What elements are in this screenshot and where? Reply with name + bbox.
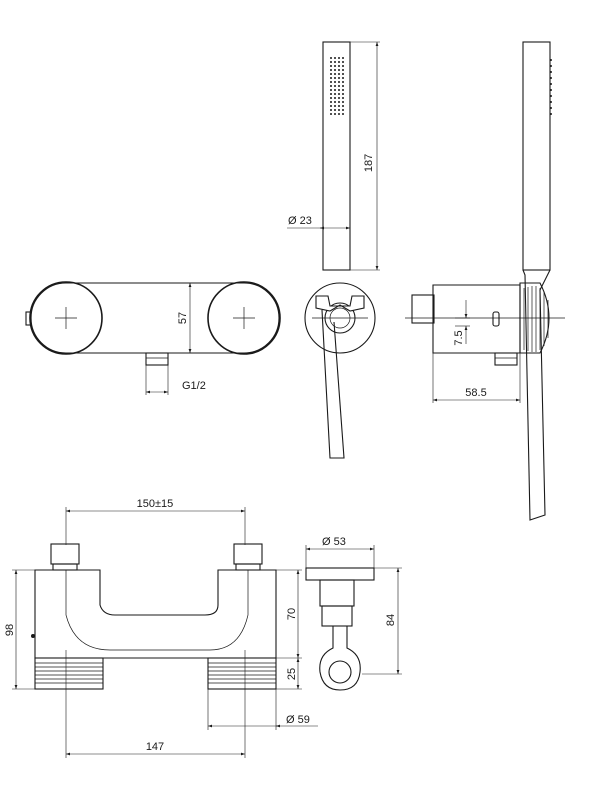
dim-side-offset: 7.5: [453, 330, 465, 345]
dim-shower-length: 187: [363, 154, 375, 172]
dim-knob-diameter: Ø 59: [286, 714, 310, 726]
dim-front-width: 147: [146, 741, 164, 753]
mixer-side-view: [405, 41, 565, 521]
dim-body-height: 70: [286, 608, 298, 620]
dim-inlet-thread: G1/2: [182, 380, 206, 392]
mixer-front-view: [12, 507, 318, 758]
dim-bracket-diameter: Ø 53: [322, 536, 346, 548]
wall-bracket-front-view: [304, 282, 376, 459]
dim-side-depth: 58.5: [465, 387, 486, 399]
left-knob-ribs: [34, 657, 104, 690]
wall-bracket-side-view: [305, 545, 402, 691]
dim-inlet-spacing: 150±15: [137, 498, 174, 510]
dim-knob-height: 25: [286, 668, 298, 680]
dim-shower-diameter: Ø 23: [288, 215, 312, 227]
mixer-top-view: [25, 281, 281, 395]
dim-total-height: 98: [4, 624, 16, 636]
right-knob-ribs: [207, 657, 277, 690]
hand-shower-front-view: [287, 41, 380, 271]
dim-mixer-depth: 57: [177, 312, 189, 324]
spray-nozzle-pattern: [330, 57, 344, 115]
dim-bracket-height: 84: [385, 614, 397, 626]
